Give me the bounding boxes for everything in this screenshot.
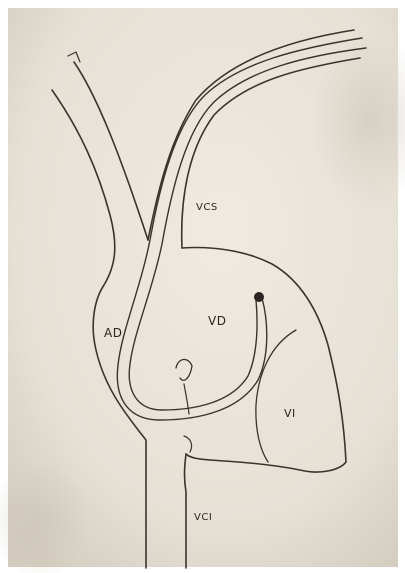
- label-vci: VCI: [194, 512, 212, 523]
- label-vd: VD: [208, 314, 226, 328]
- label-vcs: VCS: [196, 202, 218, 213]
- label-vi: VI: [284, 407, 296, 420]
- catheter-tip: [254, 292, 264, 302]
- label-ad: AD: [104, 326, 122, 340]
